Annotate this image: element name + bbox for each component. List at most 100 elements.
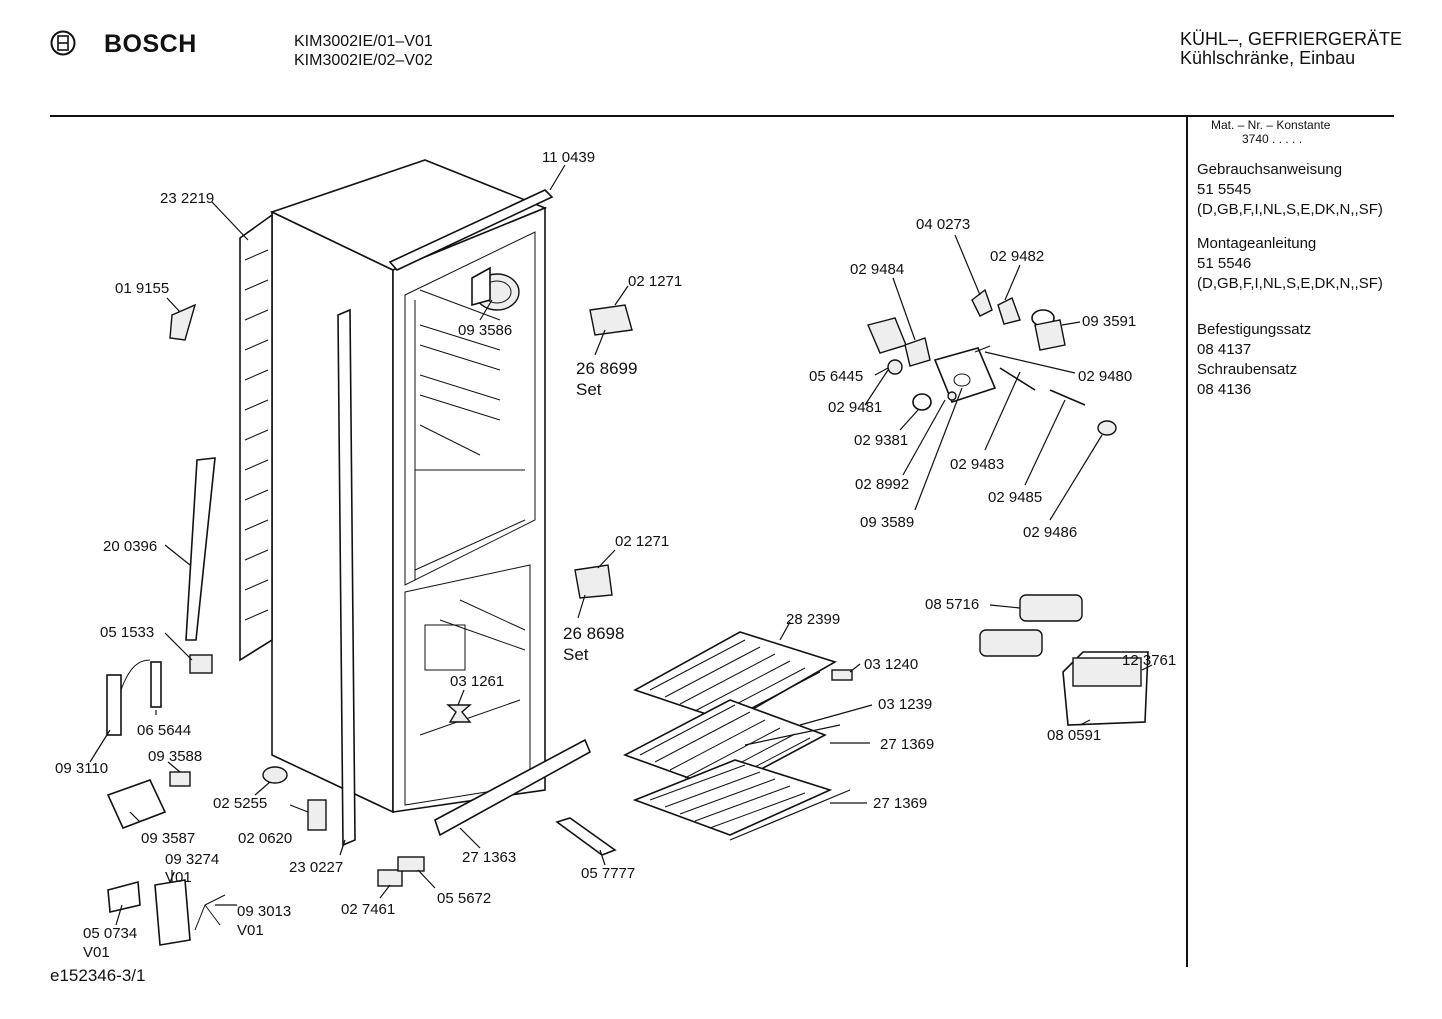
part-number-label: 20 0396 [103,538,157,555]
mount-title: Befestigungssatz [1197,321,1312,338]
clip-027461 [377,869,403,887]
part-number-label: 03 1240 [864,656,918,673]
ice-grid-123761 [1072,657,1142,687]
bosch-logo-icon [50,30,76,56]
part-number-label: 28 2399 [786,611,840,628]
part-number-label: 27 1369 [873,795,927,812]
part-number-label: 26 8698 [563,624,624,643]
part-number-label: 09 3586 [458,322,512,339]
foot-025255 [262,766,288,784]
part-number-label: 09 3591 [1082,313,1136,330]
ice-tray-085716-top [1019,594,1083,622]
part-number-label: 05 7777 [581,865,635,882]
relay-box-093587 [106,779,167,830]
trim-strip [185,457,216,641]
part-number-label: 02 9480 [1078,368,1132,385]
part-number-label: 26 8699 [576,359,637,378]
part-number-label: 01 9155 [115,280,169,297]
clip-051533 [189,654,213,674]
cabinet-body [269,159,548,814]
capacitor-093110 [106,674,122,736]
part-number-label: 09 3587 [141,830,195,847]
part-number-label: 09 3588 [148,748,202,765]
category-subtitle: Kühlschränke, Einbau [1180,48,1356,68]
screw-title: Schraubensatz [1197,361,1298,378]
part-number-label: 08 0591 [1047,727,1101,744]
model-number: KIM3002IE/01–V01 [294,33,433,50]
part-number-label: 02 9381 [854,432,908,449]
part-number-label: 02 9484 [850,261,904,278]
category-title: KÜHL–, GEFRIERGERÄTE [1180,29,1403,49]
leader-lines [89,164,1153,926]
part-number-label: 05 6445 [809,368,863,385]
part-number-label: 11 0439 [542,149,595,166]
bracket-019155 [169,303,197,341]
variant-label: V01 [237,922,264,939]
hinge-set-268699 [589,304,633,336]
clip-031240 [831,669,853,681]
part-number-label: 06 5644 [137,722,191,739]
install-title: Montageanleitung [1197,235,1317,252]
brand-name: BOSCH [104,30,197,58]
hinge-020620 [307,799,327,831]
set-label: Set [576,380,602,399]
part-number-label: 04 0273 [916,216,970,233]
part-number-label: 02 1271 [615,533,669,550]
cable [120,659,151,691]
model-number: KIM3002IE/02–V02 [294,52,433,69]
slide-057777 [555,817,617,856]
part-number-label: 05 5672 [437,890,491,907]
thermostat-assembly [867,288,1117,436]
manual-title: Gebrauchsanweisung [1197,161,1343,178]
part-number-label: 02 0620 [238,830,292,847]
part-number-label: 02 9483 [950,456,1004,473]
parts-sidebar: Mat. – Nr. – Konstante 3740 . . . . . Ge… [1197,118,1437,400]
fan-blade-093013 [194,894,226,931]
part-number-label: 12 3761 [1122,652,1176,669]
fan-unit [471,266,520,311]
ice-tray-085716-bottom [979,629,1043,657]
manual-languages: (D,GB,F,I,NL,S,E,DK,N,,SF) [1197,201,1383,218]
part-number-label: 02 9482 [990,248,1044,265]
part-number-label: 02 9481 [828,399,882,416]
set-label: Set [563,645,589,664]
part-number-label: 02 9486 [1023,524,1077,541]
shelf-support-031261 [446,704,472,723]
part-number-label: 02 5255 [213,795,267,812]
part-number-label: 02 1271 [628,273,682,290]
install-number: 51 5546 [1197,255,1252,272]
part-number-label: 09 3110 [55,760,108,777]
part-number-labels: 11 0439 23 2219 01 9155 09 3586 02 1271 … [55,149,1176,961]
bracket-050734 [107,880,141,913]
part-number-label: 27 1363 [462,849,516,866]
base-rail-271363 [434,738,592,837]
part-number-label: 03 1239 [878,696,932,713]
part-number-label: 02 7461 [341,901,395,918]
part-number-label: 05 0734 [83,925,137,942]
install-languages: (D,GB,F,I,NL,S,E,DK,N,,SF) [1197,275,1383,292]
part-number-label: 23 2219 [160,190,214,207]
part-number-label: 09 3589 [860,514,914,531]
mat-nr-value: 3740 . . . . . [1242,132,1303,146]
capacitor-065644 [150,661,162,708]
header-divider [50,115,1394,117]
part-number-label: 03 1261 [450,673,504,690]
sidebar-divider [1186,117,1188,967]
part-number-label: 08 5716 [925,596,979,613]
part-number-label: 02 9485 [988,489,1042,506]
document-id: e152346-3/1 [50,966,146,985]
install-group: Montageanleitung 51 5546 (D,GB,F,I,NL,S,… [1197,234,1437,294]
part-number-label: 05 1533 [100,624,154,641]
variant-label: V01 [83,944,110,961]
variant-label: V01 [165,869,192,886]
top-rail [388,189,554,271]
mat-nr-label: Mat. – Nr. – Konstante [1211,118,1331,132]
motor-093274 [154,879,191,946]
part-number-label: 27 1369 [880,736,934,753]
manual-number: 51 5545 [1197,181,1252,198]
connector-093588 [169,771,191,787]
condenser-grid [239,213,273,662]
door-seal-strip [337,308,356,847]
part-number-label: 09 3274 [165,851,219,868]
